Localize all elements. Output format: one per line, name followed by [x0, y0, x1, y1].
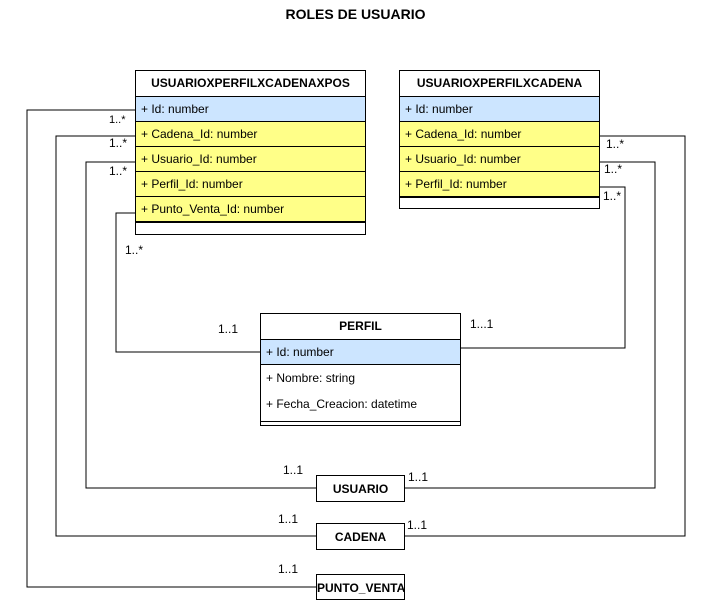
line-upcp-puntoventa	[26, 109, 316, 588]
entity-usuarioxperfilxcadenaxpos[interactable]: USUARIOXPERFILXCADENAXPOS + Id: number +…	[135, 70, 366, 235]
multiplicity-label: 1..*	[603, 189, 622, 203]
multiplicity-label: 1..*	[109, 114, 126, 126]
entity-footer	[261, 421, 460, 428]
line-upc-cadena	[405, 135, 686, 537]
field-perfil-id[interactable]: + Perfil_Id: number	[136, 172, 365, 197]
entity-header: USUARIOXPERFILXCADENA	[400, 71, 599, 97]
diagram-title: ROLES DE USUARIO	[285, 6, 426, 22]
field-id[interactable]: + Id: number	[400, 97, 599, 122]
field-id[interactable]: + Id: number	[261, 340, 460, 365]
multiplicity-label: 1..1	[283, 463, 304, 477]
multiplicity-label: 1..*	[109, 164, 128, 178]
multiplicity-label: 1..1	[278, 562, 299, 576]
entity-footer	[136, 222, 365, 229]
entity-usuario[interactable]: USUARIO	[316, 475, 405, 502]
entity-header: PERFIL	[261, 314, 460, 340]
multiplicity-label: 1..1	[408, 470, 429, 484]
multiplicity-label: 1...1	[470, 317, 494, 331]
field-usuario-id[interactable]: + Usuario_Id: number	[400, 147, 599, 172]
field-punto-venta-id[interactable]: + Punto_Venta_Id: number	[136, 197, 365, 222]
entity-header: USUARIOXPERFILXCADENAXPOS	[136, 71, 365, 97]
multiplicity-label: 1..1	[407, 518, 428, 532]
field-cadena-id[interactable]: + Cadena_Id: number	[400, 122, 599, 147]
field-fecha-creacion[interactable]: + Fecha_Creacion: datetime	[261, 391, 460, 417]
line-upcp-cadena	[55, 135, 316, 537]
line-upcp-usuario	[85, 161, 316, 489]
multiplicity-label: 1..1	[218, 322, 239, 336]
line-upc-usuario	[405, 161, 656, 489]
field-nombre[interactable]: + Nombre: string	[261, 365, 460, 391]
entity-usuarioxperfilxcadena[interactable]: USUARIOXPERFILXCADENA + Id: number + Cad…	[399, 70, 600, 209]
line-upcp-perfil	[115, 212, 261, 353]
multiplicity-label: 1..*	[606, 137, 625, 151]
entity-cadena[interactable]: CADENA	[316, 523, 405, 550]
field-cadena-id[interactable]: + Cadena_Id: number	[136, 122, 365, 147]
multiplicity-label: 1..*	[109, 136, 128, 150]
entity-punto-venta[interactable]: PUNTO_VENTA	[316, 574, 405, 600]
entity-footer	[400, 197, 599, 204]
field-id[interactable]: + Id: number	[136, 97, 365, 122]
field-perfil-id[interactable]: + Perfil_Id: number	[400, 172, 599, 197]
multiplicity-label: 1..*	[604, 162, 623, 176]
multiplicity-label: 1..*	[125, 243, 144, 257]
line-upc-perfil	[461, 186, 626, 349]
field-usuario-id[interactable]: + Usuario_Id: number	[136, 147, 365, 172]
entity-perfil[interactable]: PERFIL + Id: number + Nombre: string + F…	[260, 313, 461, 426]
multiplicity-label: 1..1	[278, 512, 299, 526]
